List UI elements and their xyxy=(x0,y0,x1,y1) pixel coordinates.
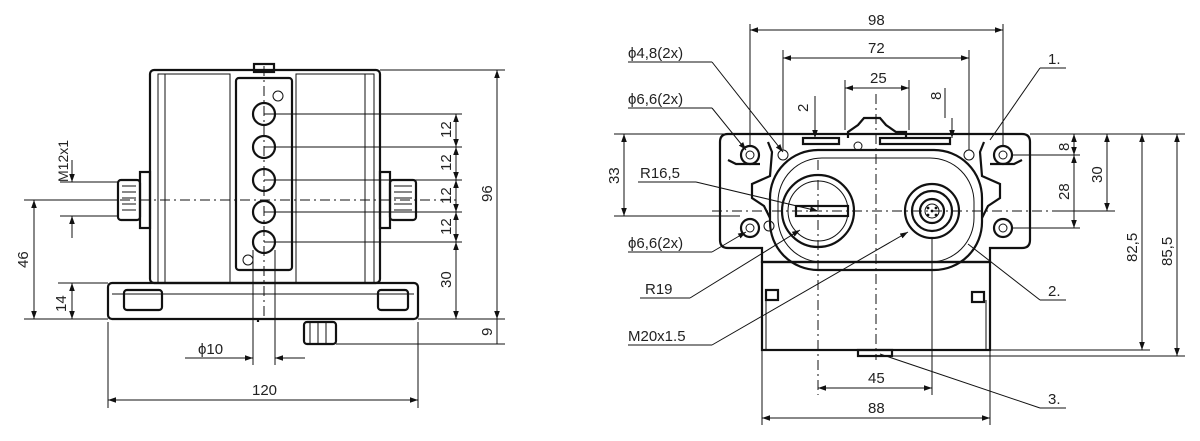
dim-side-88: 88 xyxy=(868,400,885,417)
dim-side-85-5: 85,5 xyxy=(1159,237,1176,266)
dim-front-96: 96 xyxy=(479,185,496,202)
front-bottom-connector xyxy=(302,320,338,346)
dim-pitch-4: 12 xyxy=(438,218,455,235)
dim-front-14: 14 xyxy=(53,295,70,312)
dim-side-25: 25 xyxy=(870,70,887,87)
dim-side-8-top: 8 xyxy=(928,92,945,100)
dim-m12-thread: M12x1 xyxy=(55,140,71,182)
callout-hole-6-6-top: ϕ6,6(2x) xyxy=(628,91,683,108)
dim-side-72: 72 xyxy=(868,40,885,57)
ref-1: 1. xyxy=(1048,51,1061,68)
front-view: M12x1 46 14 12 12 12 12 30 96 9 xyxy=(15,62,505,408)
dim-pitch-2: 12 xyxy=(438,154,455,171)
dim-diameter-10: ϕ10 xyxy=(198,341,223,358)
dim-side-82-5: 82,5 xyxy=(1124,233,1141,262)
dim-front-46: 46 xyxy=(15,251,32,268)
callout-hole-4-8: ϕ4,8(2x) xyxy=(628,45,683,62)
dim-pitch-1: 12 xyxy=(438,121,455,138)
ref-2: 2. xyxy=(1048,283,1061,300)
dim-side-45: 45 xyxy=(868,370,885,387)
ref-3: 3. xyxy=(1048,391,1061,408)
callout-hole-6-6-bottom: ϕ6,6(2x) xyxy=(628,235,683,252)
dim-side-8-right: 8 xyxy=(1056,143,1073,151)
side-flange xyxy=(718,132,1032,264)
callout-thread-m20: M20x1.5 xyxy=(628,328,686,345)
side-view: 98 72 25 2 8 33 8 28 30 xyxy=(606,12,1185,425)
callout-radius-19: R19 xyxy=(645,281,673,298)
dim-front-9: 9 xyxy=(479,328,496,336)
dim-side-98: 98 xyxy=(868,12,885,29)
dim-side-33: 33 xyxy=(606,167,623,184)
dim-pitch-3: 12 xyxy=(438,187,455,204)
dim-side-28: 28 xyxy=(1056,183,1073,200)
dim-side-30: 30 xyxy=(1089,166,1106,183)
dim-front-30: 30 xyxy=(438,271,455,288)
front-base-plate xyxy=(106,281,420,321)
dim-side-2: 2 xyxy=(795,104,812,112)
dim-front-120: 120 xyxy=(252,382,277,399)
callout-radius-16-5: R16,5 xyxy=(640,165,680,182)
